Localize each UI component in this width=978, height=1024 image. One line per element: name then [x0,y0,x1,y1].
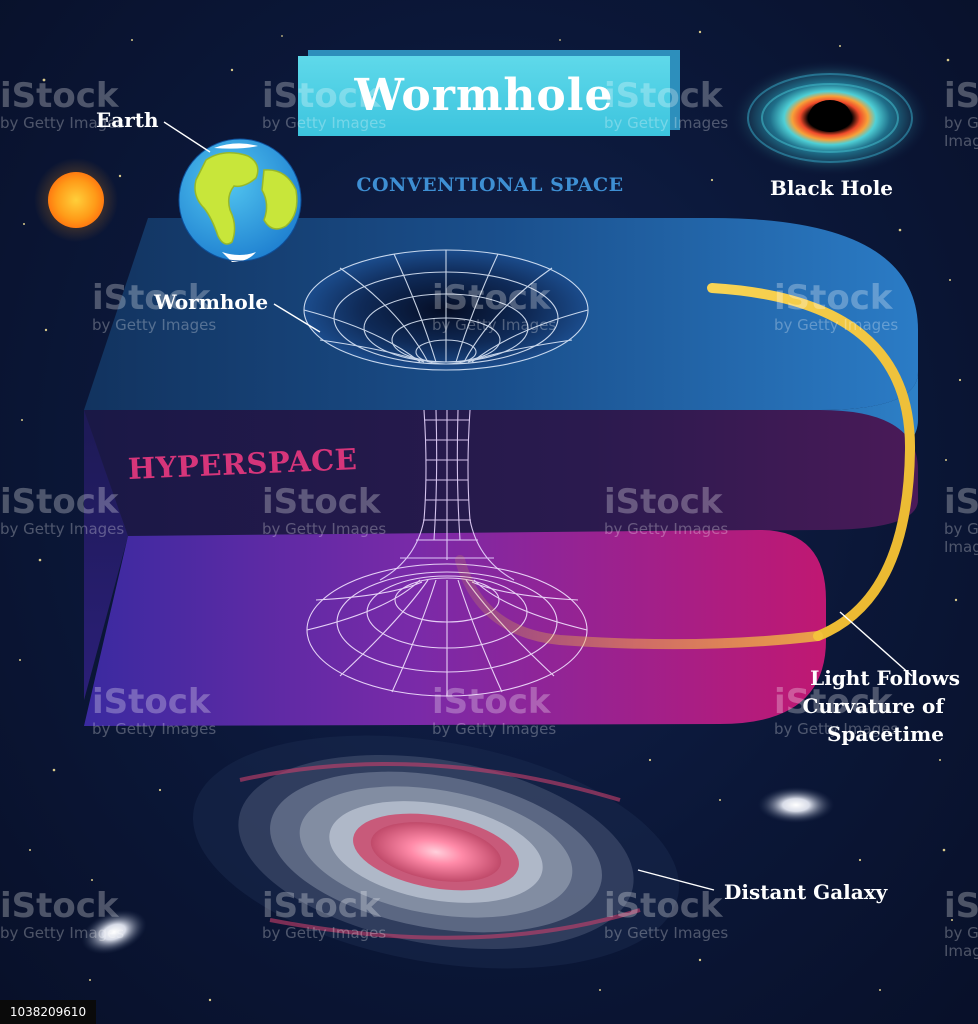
title-banner: Wormhole [298,56,670,136]
wormhole-throat [379,409,515,581]
sun [34,158,118,242]
light-follows-label-line1: Light Follows [810,666,960,690]
wormhole-label: Wormhole [154,290,269,314]
black-hole-label: Black Hole [770,176,894,200]
small-galaxy-left [81,909,147,955]
distant-galaxy-label: Distant Galaxy [724,880,888,904]
hyperspace-left-side [84,410,128,700]
light-follows-label-line2: Curvature of [802,694,944,718]
earth [178,138,302,262]
hyperspace-top-face [84,410,918,700]
starfield [19,30,962,1002]
hyperspace-front [84,530,826,726]
light-path [455,283,916,650]
light-follows-label-line3: Spacetime [826,722,944,746]
small-galaxy-right [758,787,834,823]
distant-galaxy [192,735,680,969]
black-hole [730,60,930,176]
conventional-space-label: CONVENTIONAL SPACE [356,174,624,196]
page-title: Wormhole [354,70,614,121]
stock-image-id: 1038209610 [0,1000,96,1024]
wormhole-upper-funnel [303,249,589,371]
leader-lines [163,121,913,891]
earth-label: Earth [96,108,159,132]
